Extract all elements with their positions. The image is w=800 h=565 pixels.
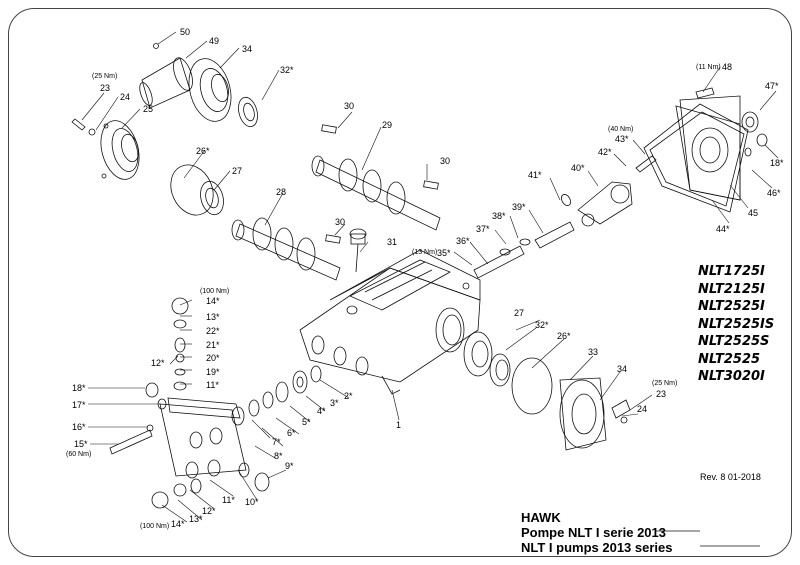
torque-label-48: (11 Nm): [696, 64, 721, 71]
part-label-1: 1: [396, 420, 402, 430]
part-label-26: 26*: [196, 146, 210, 156]
part-label-25: 25: [143, 104, 154, 114]
part-label-30b: 30: [440, 156, 451, 166]
part-label-23: 23: [100, 83, 111, 93]
model-item: NLT2525IS: [698, 316, 775, 332]
part-label-13a: 13*: [189, 514, 203, 524]
part-label-38: 38*: [492, 211, 506, 221]
brand-title: HAWK: [521, 510, 561, 525]
part-label-46: 46*: [767, 188, 781, 198]
part-label-26b: 26*: [557, 331, 571, 341]
rear-cover-right: [643, 87, 768, 213]
crankshaft-group: [231, 124, 441, 281]
model-item: NLT2525: [698, 351, 761, 367]
part-label-12b: 12*: [151, 358, 165, 368]
model-list: NLT1725I NLT2125I NLT2525I NLT2525IS NLT…: [698, 263, 774, 386]
torque-label-43: (40 Nm): [608, 126, 634, 133]
torque-label-14b: (100 Nm): [200, 288, 230, 295]
part-label-43: 43*: [615, 134, 629, 144]
part-label-27b: 27: [514, 308, 525, 318]
part-label-49: 49: [209, 36, 220, 46]
part-label-47: 47*: [765, 81, 779, 91]
part-label-9: 9*: [285, 461, 294, 471]
part-label-32b: 32*: [535, 320, 549, 330]
part-label-30c: 30: [335, 217, 346, 227]
torque-label-14a: (100 Nm): [140, 523, 170, 530]
part-label-37: 37*: [476, 224, 490, 234]
revision-label: Rev. 8 01-2018: [700, 472, 761, 482]
part-label-40: 40*: [571, 163, 585, 173]
part-label-29: 29: [382, 120, 393, 130]
part-label-13b: 13*: [206, 312, 220, 322]
part-label-5: 5*: [302, 417, 311, 427]
part-label-39: 39*: [512, 202, 526, 212]
model-item: NLT2525I: [698, 299, 765, 314]
front-bearing-group: [463, 331, 631, 451]
part-label-24b: 24: [637, 404, 648, 414]
model-item: NLT2125I: [698, 281, 765, 297]
rear-cover-group: [71, 43, 258, 216]
part-label-2: 2*: [344, 391, 353, 401]
model-item: NLT3020I: [698, 369, 765, 384]
part-label-50: 50: [180, 27, 191, 37]
part-label-31: 31: [387, 237, 398, 247]
part-label-24: 24: [120, 92, 131, 102]
part-label-7: 7*: [272, 437, 281, 447]
crankcase-body: [299, 249, 481, 395]
part-label-44: 44*: [716, 224, 730, 234]
part-label-15: 15*: [74, 439, 88, 449]
part-label-22: 22*: [206, 326, 220, 336]
part-label-14b: 14*: [206, 296, 220, 306]
part-label-11a: 11*: [222, 495, 235, 505]
part-label-48: 48: [722, 62, 733, 72]
part-label-18: 18*: [72, 383, 86, 393]
part-label-45: 45: [748, 208, 759, 218]
part-label-20: 20*: [206, 353, 220, 363]
part-label-4: 4*: [317, 406, 326, 416]
part-label-8: 8*: [274, 451, 283, 461]
part-label-21: 21*: [206, 340, 220, 350]
part-label-34: 34: [242, 44, 253, 54]
leader-lines: [81, 31, 779, 523]
part-label-33: 33: [588, 347, 599, 357]
title-line-english: NLT I pumps 2013 series: [521, 540, 673, 555]
part-label-10: 10*: [245, 497, 259, 507]
piston-head-group: [109, 297, 322, 509]
connecting-rod-group: [462, 155, 657, 290]
part-label-28: 28: [276, 187, 287, 197]
part-label-42: 42*: [598, 147, 612, 157]
part-label-3: 3*: [330, 398, 339, 408]
title-line-italian: Pompe NLT I serie 2013: [521, 525, 666, 540]
part-label-18b: 18*: [770, 158, 784, 168]
drawing-frame: [8, 8, 792, 557]
part-label-16: 16*: [72, 422, 86, 432]
part-label-27: 27: [232, 166, 243, 176]
torque-label-23: (25 Nm): [92, 73, 118, 80]
title-lines: [656, 530, 760, 547]
part-label-35: 35*: [437, 248, 451, 258]
part-label-14a: 14*: [171, 519, 185, 529]
part-label-32: 32*: [280, 65, 294, 75]
part-label-6: 6*: [287, 428, 296, 438]
part-label-17: 17*: [72, 400, 86, 410]
model-item: NLT1725I: [698, 264, 765, 279]
part-label-23b: 23: [656, 389, 667, 399]
torque-label-15: (60 Nm): [66, 451, 92, 458]
part-label-19: 19*: [206, 367, 220, 377]
part-label-34b: 34: [617, 364, 628, 374]
part-label-30: 30: [344, 101, 355, 111]
torque-label-23b: (25 Nm): [652, 380, 678, 387]
torque-label-35: (13 Nm): [412, 249, 438, 256]
model-item: NLT2525S: [698, 334, 770, 349]
part-label-36: 36*: [456, 236, 470, 246]
part-label-12a: 12*: [202, 506, 216, 516]
part-label-11b: 11*: [206, 380, 219, 390]
part-label-41: 41*: [528, 170, 542, 180]
